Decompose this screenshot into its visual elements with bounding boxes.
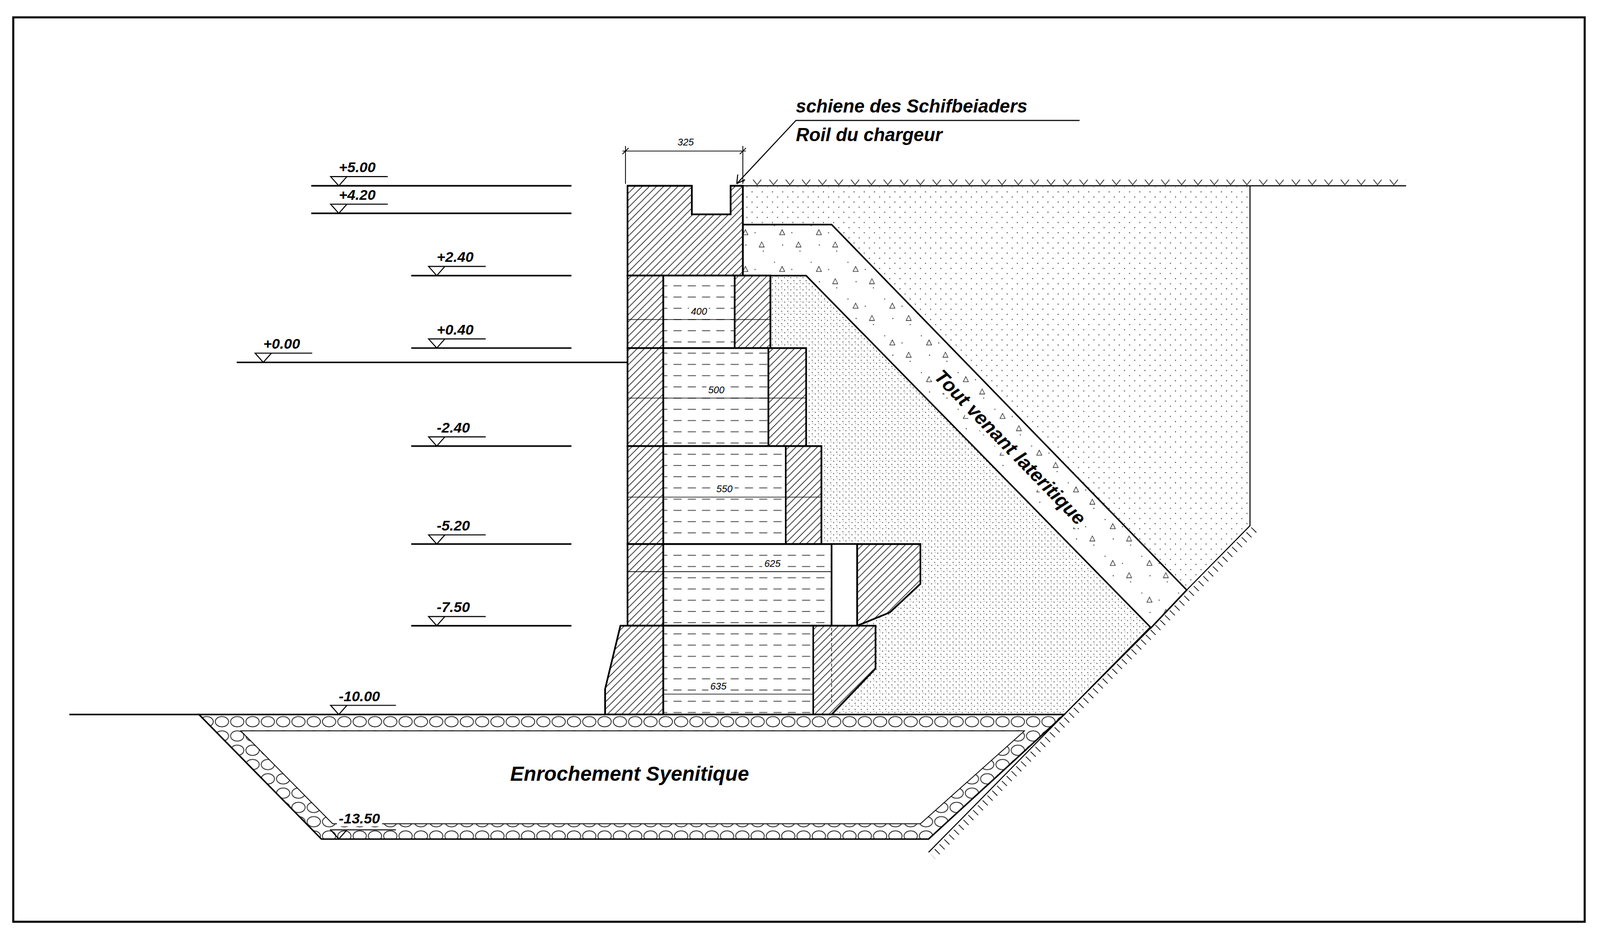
- level-label: -2.40: [434, 419, 472, 436]
- frame: [13, 17, 1585, 922]
- dimension-label: 550: [714, 483, 735, 495]
- rail-label: Roil du chargeur: [794, 125, 945, 145]
- dimension-325: [622, 145, 747, 184]
- level-label: -5.20: [434, 517, 472, 534]
- rubble-bed: [69, 714, 1065, 839]
- dimension-label: 635: [708, 680, 729, 692]
- dimension-label: 400: [688, 305, 709, 317]
- level-lines: [236, 185, 628, 626]
- level-label: +5.00: [336, 159, 378, 176]
- level-label: -10.00: [336, 688, 383, 704]
- rail-leader: [736, 120, 1080, 184]
- dimension-label: 500: [706, 384, 727, 396]
- quay-wall: [605, 185, 921, 715]
- level-label: -7.50: [434, 599, 472, 615]
- dimension-label: 325: [675, 136, 696, 148]
- dimension-label: 625: [762, 558, 783, 569]
- level-markers: [255, 176, 486, 839]
- level-label: +2.40: [434, 249, 476, 265]
- rail-label: schiene des Schifbeiaders: [794, 96, 1030, 116]
- block-lines: [627, 319, 832, 705]
- level-label: +4.20: [336, 187, 378, 203]
- level-label: +0.00: [261, 336, 303, 352]
- material-label: Enrochement Syenitique: [508, 763, 751, 785]
- level-label: -13.50: [336, 810, 383, 827]
- level-label: +0.40: [434, 321, 476, 338]
